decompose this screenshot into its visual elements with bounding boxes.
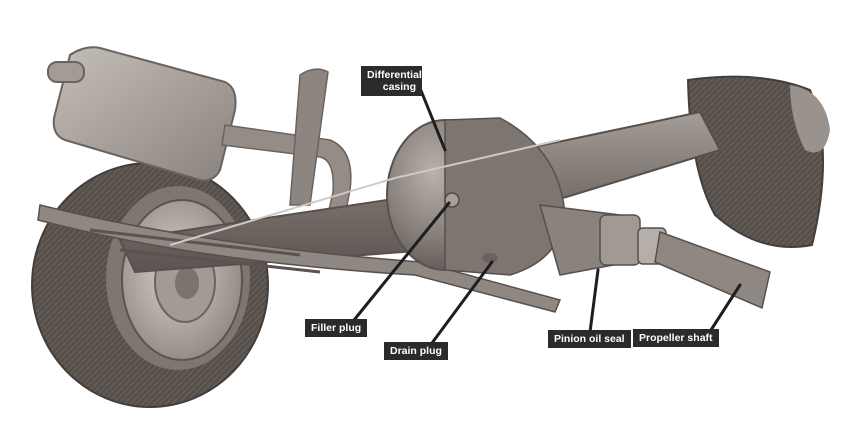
- leader-pinion-oil-seal: [588, 268, 600, 334]
- left-wheel: [31, 162, 269, 408]
- label-drain-plug: Drain plug: [384, 342, 448, 360]
- leader-propeller-shaft: [709, 283, 742, 332]
- right-wheel: [686, 75, 830, 248]
- muffler: [47, 46, 352, 231]
- leaf-spring: [37, 204, 562, 313]
- label-filler-plug: Filler plug: [305, 319, 368, 337]
- propeller-shaft-assembly: [538, 204, 771, 310]
- leader-lines: [348, 86, 742, 345]
- label-propeller-shaft: Propeller shaft: [633, 329, 719, 347]
- label-differential-casing-line1: Differential: [367, 69, 422, 81]
- label-differential-casing-line2: casing: [382, 81, 416, 93]
- differential-housing: [386, 117, 566, 276]
- leader-differential-casing: [418, 86, 447, 152]
- leader-filler-plug: [348, 201, 451, 327]
- leader-drain-plug: [430, 260, 494, 345]
- brake-line: [169, 139, 561, 246]
- label-pinion-oil-seal: Pinion oil seal: [548, 330, 631, 348]
- label-differential-casing: Differential casing: [361, 66, 422, 96]
